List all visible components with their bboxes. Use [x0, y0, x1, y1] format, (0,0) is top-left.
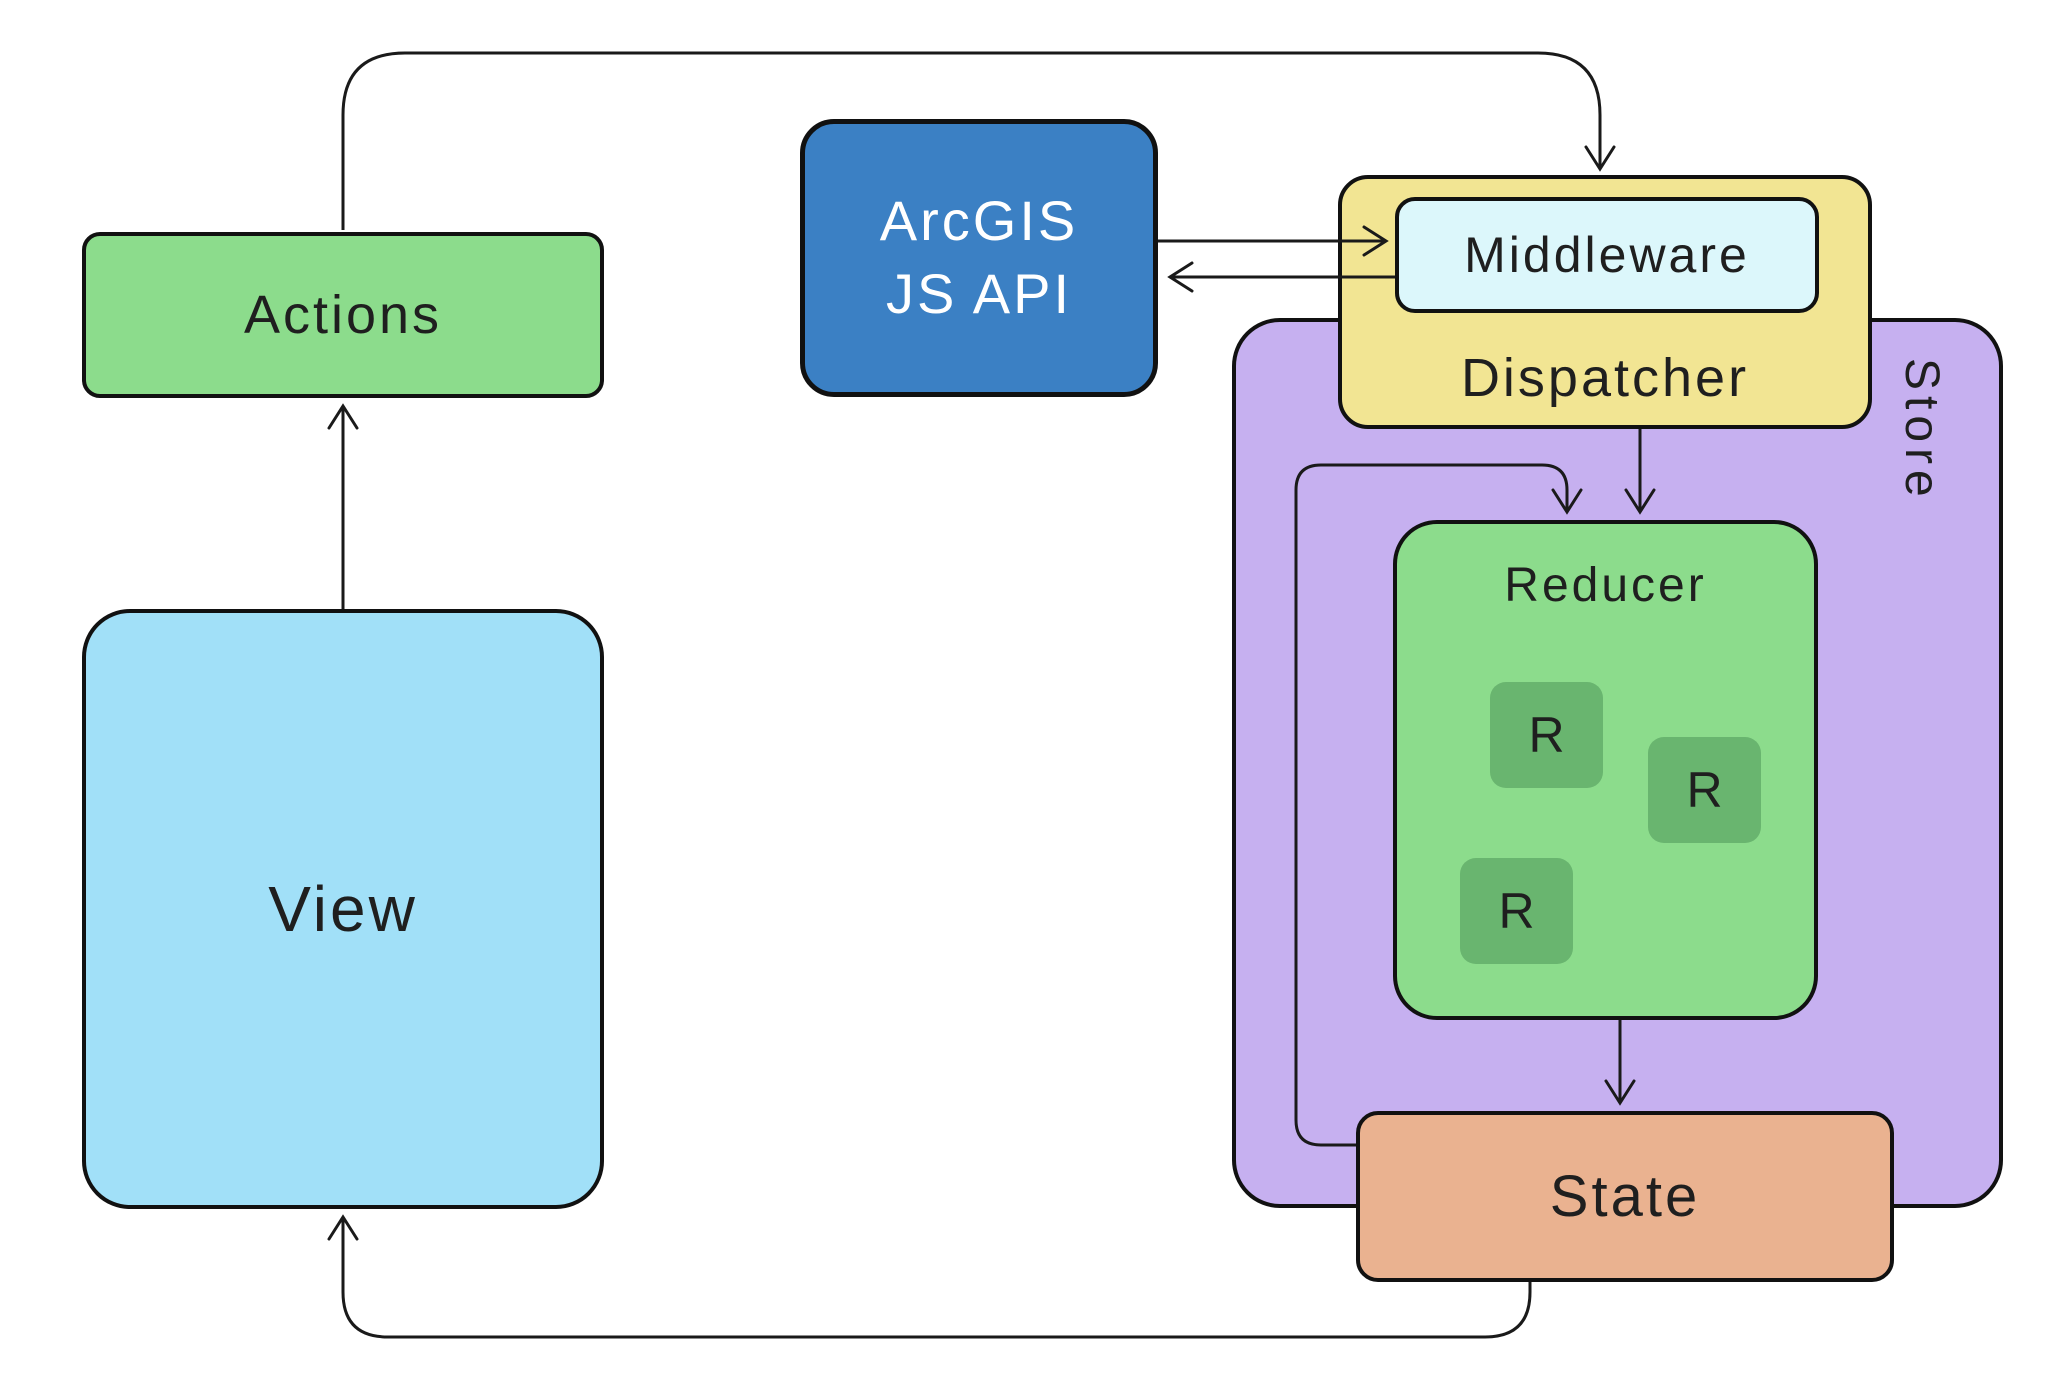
reducer-item-label: R: [1498, 883, 1535, 939]
actions-label: Actions: [243, 285, 443, 345]
reducer-item-r: R: [1460, 858, 1573, 964]
node-arcgis-js-api: ArcGIS JS API: [800, 119, 1158, 397]
reducer-item-r: R: [1648, 737, 1761, 843]
middleware-label: Middleware: [1464, 227, 1750, 283]
view-label: View: [268, 873, 418, 945]
node-middleware: Middleware: [1395, 197, 1819, 313]
reducer-label: Reducer: [1504, 559, 1707, 612]
arcgis-label-line1: ArcGIS: [879, 189, 1079, 253]
reducer-item-label: R: [1528, 707, 1565, 763]
state-label: State: [1549, 1164, 1701, 1229]
node-actions: Actions: [82, 232, 604, 398]
store-label: Store: [1895, 358, 1948, 503]
node-state: State: [1356, 1111, 1894, 1282]
arrow-state-to-view: [327, 1214, 1532, 1339]
reducer-item-label: R: [1686, 762, 1723, 818]
node-view: View: [82, 609, 604, 1209]
reducer-item-r: R: [1490, 682, 1603, 788]
arcgis-label-line2: JS API: [885, 262, 1073, 325]
dispatcher-label: Dispatcher: [1460, 348, 1750, 408]
